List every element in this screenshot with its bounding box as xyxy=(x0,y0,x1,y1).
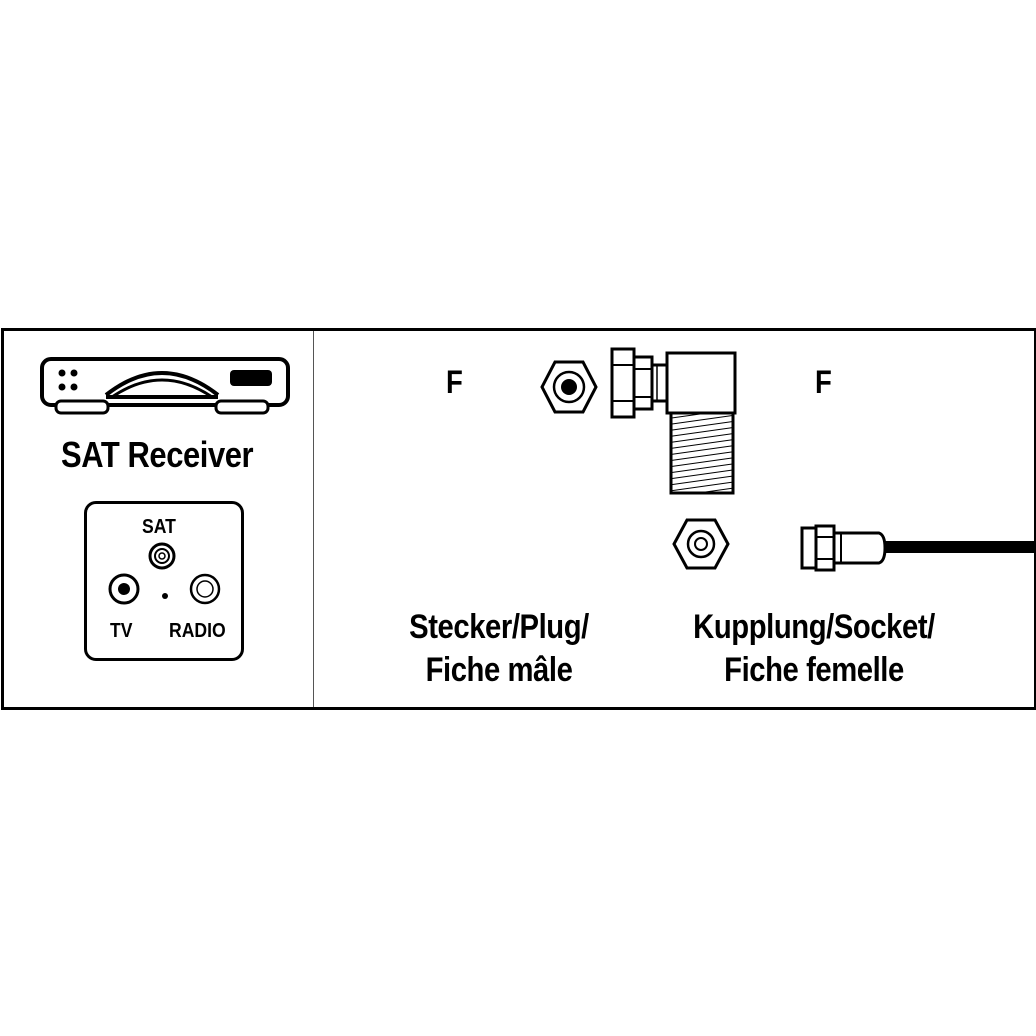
socket-label-line2: Fiche femelle xyxy=(724,651,904,689)
plug-label-line1: Stecker/Plug/ xyxy=(409,608,589,646)
hex-nut-socket-face-icon xyxy=(672,518,730,570)
sat-receiver-label: SAT Receiver xyxy=(61,434,254,475)
socket-label-line1: Kupplung/Socket/ xyxy=(693,608,935,646)
radio-port-icon xyxy=(189,573,221,605)
socket-label: Kupplung/Socket/ Fiche femelle xyxy=(676,606,951,692)
center-dot-icon xyxy=(162,593,168,599)
angled-f-connector-icon xyxy=(610,347,737,495)
connector-type-left: F xyxy=(446,364,463,400)
sat-port-icon xyxy=(148,542,176,570)
panel-divider xyxy=(313,331,314,707)
connector-type-right: F xyxy=(815,364,832,400)
hex-nut-plug-face-icon xyxy=(540,360,598,414)
plug-label-line2: Fiche mâle xyxy=(425,651,573,689)
tv-port-icon xyxy=(108,573,140,605)
antenna-wall-socket: SAT TV RADIO xyxy=(84,501,244,661)
connector-info-panel: SAT Receiver SAT TV RADIO F F xyxy=(1,328,1036,710)
wallplate-tv-label: TV xyxy=(110,620,133,642)
plug-label: Stecker/Plug/ Fiche mâle xyxy=(396,606,602,692)
wallplate-radio-label: RADIO xyxy=(169,620,226,642)
wallplate-sat-label: SAT xyxy=(142,516,176,538)
sat-receiver-icon xyxy=(40,357,290,415)
f-cable-connector-icon xyxy=(800,524,1034,572)
